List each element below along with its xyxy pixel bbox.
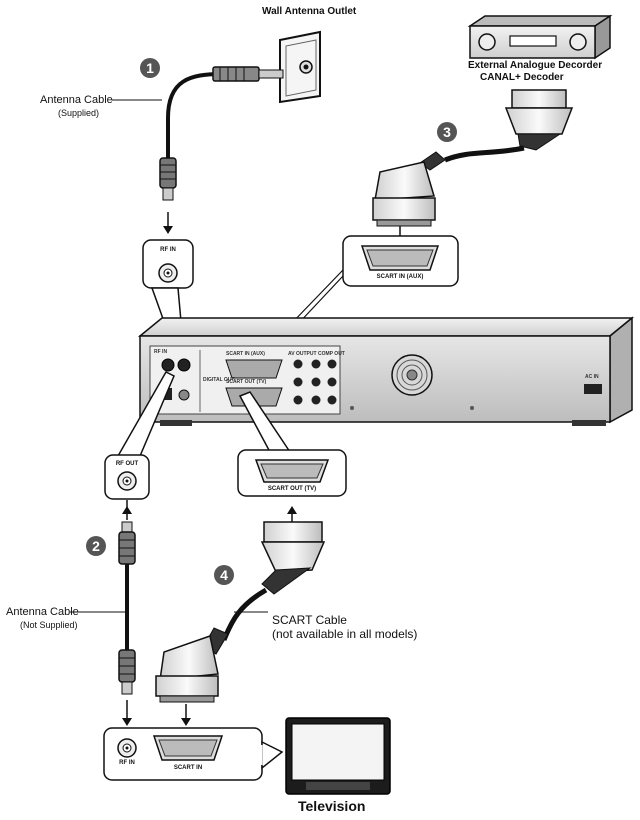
step-2-badge: 2 — [86, 536, 106, 556]
wall-outlet-label: Wall Antenna Outlet — [262, 6, 357, 17]
television-set — [285, 717, 391, 795]
tv-scart-in-port-label: SCART IN — [173, 765, 203, 771]
scart-out-tv-callout — [237, 391, 347, 497]
scart-out-tv-port-label: SCART OUT (TV) — [267, 486, 317, 492]
antenna-cable-top-label: Antenna Cable — [40, 94, 113, 106]
scart-in-aux-callout — [261, 235, 459, 359]
step-4-badge: 4 — [214, 565, 234, 585]
decoder-label-line2: CANAL+ Decoder — [480, 72, 564, 83]
tv-panel-callout — [103, 727, 284, 781]
panel-av-out-label: AV OUTPUT — [288, 351, 317, 357]
wall-outlet — [279, 30, 321, 104]
antenna-cable-supplied — [159, 66, 284, 234]
scart-cable-aux — [372, 89, 574, 246]
rf-out-port-label: RF OUT — [115, 461, 139, 467]
antenna-cable-bottom-label: Antenna Cable — [6, 606, 79, 618]
antenna-cable-bottom-note: (Not Supplied) — [20, 620, 78, 630]
rf-out-callout — [104, 371, 175, 500]
rf-in-port-label: RF IN — [160, 247, 176, 253]
external-decoder — [467, 14, 613, 60]
recorder — [137, 316, 635, 426]
scart-cable-tv — [155, 506, 326, 726]
panel-power-label: AC IN — [585, 374, 599, 380]
antenna-cable-not-supplied — [118, 500, 136, 726]
scart-in-aux-port-label: SCART IN (AUX) — [376, 274, 424, 280]
scart-cable-note: (not available in all models) — [272, 627, 418, 641]
decoder-label-line1: External Analogue Decorder — [468, 60, 603, 71]
tv-rf-in-port-label: RF IN — [119, 760, 135, 766]
television-label: Television — [298, 798, 366, 814]
step-1-badge: 1 — [140, 58, 160, 78]
panel-comp-out-label: COMP OUT — [318, 351, 345, 357]
panel-digital-out-label: DIGITAL OUT — [203, 377, 235, 383]
antenna-cable-top-note: (Supplied) — [58, 108, 100, 118]
step-3-badge: 3 — [437, 122, 457, 142]
scart-cable-label: SCART Cable — [272, 613, 347, 627]
panel-rf-label: RF IN — [154, 349, 168, 355]
panel-scart-tv-label: SCART OUT (TV) — [226, 379, 267, 385]
panel-scart-aux-label: SCART IN (AUX) — [226, 351, 265, 357]
